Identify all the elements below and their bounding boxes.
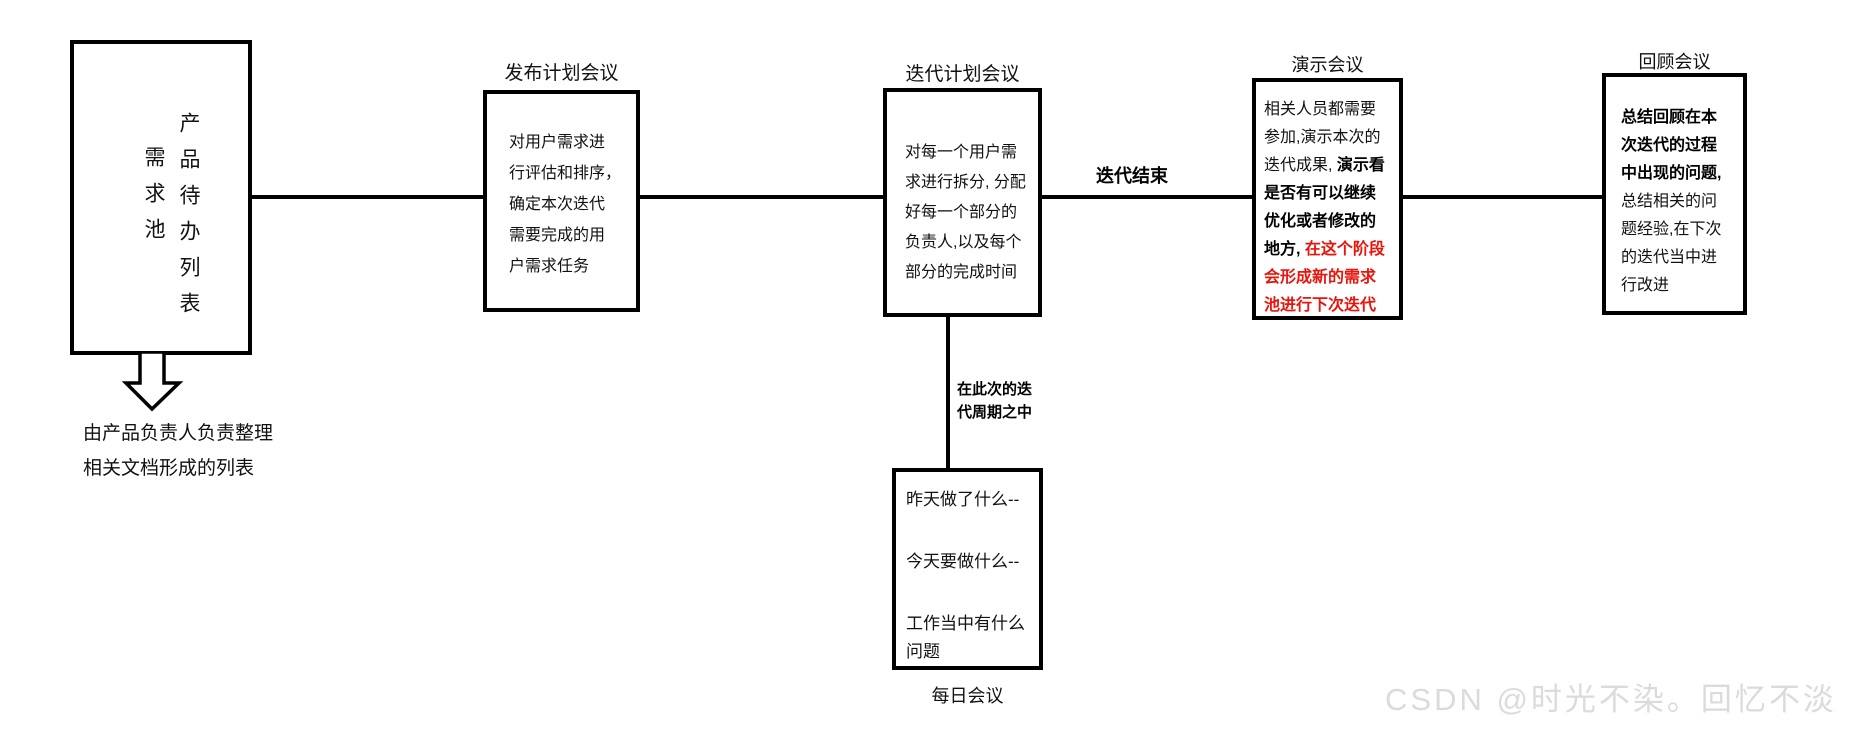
demo-meeting-box: 相关人员都需要参加,演示本次的迭代成果, 演示看是否有可以继续优化或者修改的地方… [1252,78,1403,320]
review-meeting-box: 总结回顾在本次迭代的过程中出现的问题,总结相关的问题经验,在下次的迭代当中进行改… [1602,73,1747,315]
watermark: CSDN @时光不染。回忆不淡 [1385,682,1837,717]
iteration-meeting-title: 迭代计划会议 [905,64,1020,85]
daily-meeting-box: 昨天做了什么--今天要做什么--工作当中有什么问题 [892,468,1043,670]
pool-label-secondary: 产品待办列表 [177,112,200,328]
release-meeting-box: 对用户需求进行评估和排序，确定本次迭代需要完成的用户需求任务 [483,90,640,312]
iteration-end-label: 迭代结束 [1096,166,1168,186]
release-meeting-title: 发布计划会议 [504,63,619,84]
cycle-note: 在此次的迭代周期之中 [957,381,1033,421]
connector-demo-review [1401,195,1602,199]
daily-meeting-title: 每日会议 [931,686,1004,706]
iteration-meeting-box: 对每一个用户需求进行拆分, 分配好每一个部分的负责人,以及每个部分的完成时间 [883,88,1042,317]
pool-label-primary: 需求池 [142,146,165,254]
requirement-pool-box [70,40,252,355]
pool-note: 由产品负责人负责整理相关文档形成的列表 [83,423,274,479]
connector-iteration-daily [946,317,950,468]
connector-pool-release [252,195,483,199]
connector-release-iteration [638,195,883,199]
down-arrow-icon [122,352,184,412]
connector-iteration-demo [1040,195,1252,199]
review-meeting-title: 回顾会议 [1638,52,1711,72]
demo-meeting-title: 演示会议 [1291,55,1364,75]
